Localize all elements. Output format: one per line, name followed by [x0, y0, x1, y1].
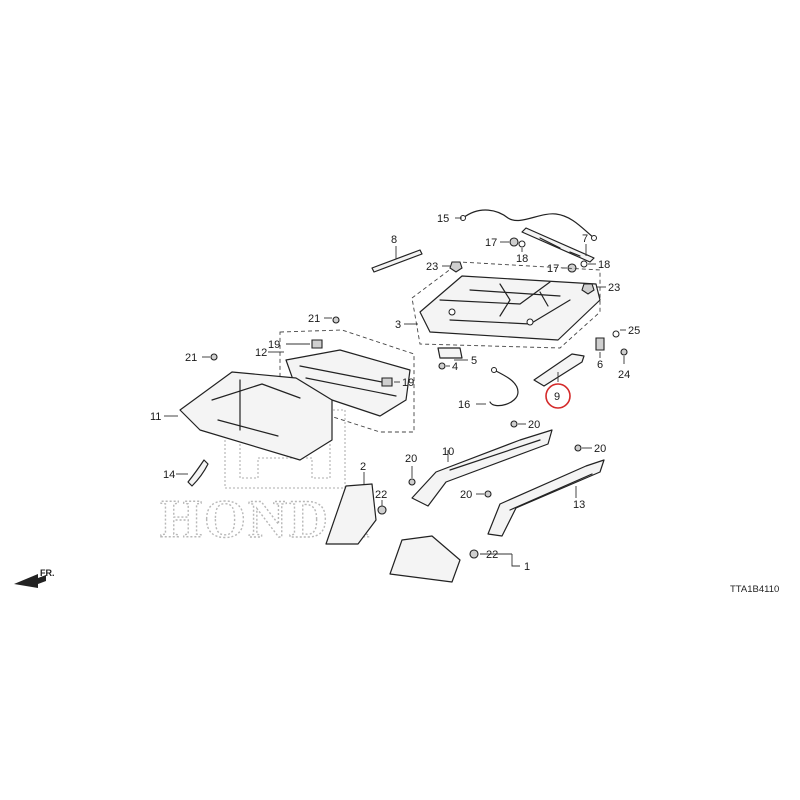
callout-13[interactable]: 13 [573, 499, 585, 511]
diagram-code: TTA1B4110 [730, 584, 779, 595]
callout-3[interactable]: 3 [395, 319, 401, 331]
part-6-cap[interactable] [595, 337, 605, 351]
bolt-21-a[interactable] [332, 316, 340, 324]
callout-20-a[interactable]: 20 [528, 419, 540, 431]
callout-22-a[interactable]: 22 [375, 489, 387, 501]
bolt-20-c[interactable] [408, 478, 416, 486]
callout-16[interactable]: 16 [458, 399, 470, 411]
part-16-wire[interactable] [489, 367, 519, 407]
clip-19-a[interactable] [311, 339, 323, 349]
clip-22-a[interactable] [377, 505, 387, 515]
callout-21-b[interactable]: 21 [185, 352, 197, 364]
part-13-rail[interactable] [487, 459, 605, 537]
part-7-slide-rod[interactable] [521, 227, 595, 263]
fastener-17-a[interactable] [509, 237, 519, 247]
bolt-20-d[interactable] [484, 490, 492, 498]
callout-5[interactable]: 5 [471, 355, 477, 367]
callout-12[interactable]: 12 [255, 347, 267, 359]
bolt-21-b[interactable] [210, 353, 218, 361]
callout-10[interactable]: 10 [442, 446, 454, 458]
part-15-cable[interactable] [460, 209, 597, 241]
callout-6[interactable]: 6 [597, 359, 603, 371]
front-direction-arrow: FR. [14, 568, 55, 588]
callout-9[interactable]: 9 [554, 391, 560, 403]
callout-21-a[interactable]: 21 [308, 313, 320, 325]
nut-23-b[interactable] [581, 283, 595, 295]
callout-20-b[interactable]: 20 [594, 443, 606, 455]
callout-1[interactable]: 1 [524, 561, 530, 573]
part-8-strip[interactable] [371, 249, 423, 273]
part-4-clip[interactable] [438, 362, 446, 370]
callout-19-b[interactable]: 19 [402, 377, 414, 389]
callout-4[interactable]: 4 [452, 361, 458, 373]
part-2-cover[interactable] [325, 483, 377, 545]
part-5-clip[interactable] [437, 347, 463, 359]
callout-23-b[interactable]: 23 [608, 282, 620, 294]
callout-25[interactable]: 25 [628, 325, 640, 337]
bolt-20-a[interactable] [510, 420, 518, 428]
nut-23-a[interactable] [449, 261, 463, 273]
part-1-cover[interactable] [389, 535, 461, 583]
part-10-rail[interactable] [411, 429, 553, 507]
part-9-bracket[interactable] [533, 353, 585, 387]
callout-18-b[interactable]: 18 [598, 259, 610, 271]
part-11-cushion-pad[interactable] [179, 371, 333, 461]
part-14-trim[interactable] [187, 459, 209, 487]
callout-8[interactable]: 8 [391, 234, 397, 246]
bolt-20-b[interactable] [574, 444, 582, 452]
callout-20-d[interactable]: 20 [460, 489, 472, 501]
callout-23-a[interactable]: 23 [426, 261, 438, 273]
callout-17-a[interactable]: 17 [485, 237, 497, 249]
clip-22-b[interactable] [469, 549, 479, 559]
callout-2[interactable]: 2 [360, 461, 366, 473]
highlight-ring-9 [545, 383, 571, 409]
callout-18-a[interactable]: 18 [516, 253, 528, 265]
part-3-seat-frame[interactable] [411, 261, 601, 349]
part-25-clip[interactable] [612, 330, 620, 338]
clip-19-b[interactable] [381, 377, 393, 387]
fastener-18-b[interactable] [580, 260, 588, 268]
callout-20-c[interactable]: 20 [405, 453, 417, 465]
part-24-clip[interactable] [620, 348, 628, 356]
callout-24[interactable]: 24 [618, 369, 630, 381]
fastener-18-a[interactable] [518, 240, 526, 248]
callout-17-b[interactable]: 17 [547, 263, 559, 275]
callout-14[interactable]: 14 [163, 469, 175, 481]
callout-22-b[interactable]: 22 [486, 549, 498, 561]
callout-7[interactable]: 7 [582, 233, 588, 245]
callout-11[interactable]: 11 [150, 411, 161, 423]
callout-15[interactable]: 15 [437, 213, 449, 225]
callout-19-a[interactable]: 19 [268, 339, 280, 351]
direction-label: FR. [40, 568, 55, 578]
